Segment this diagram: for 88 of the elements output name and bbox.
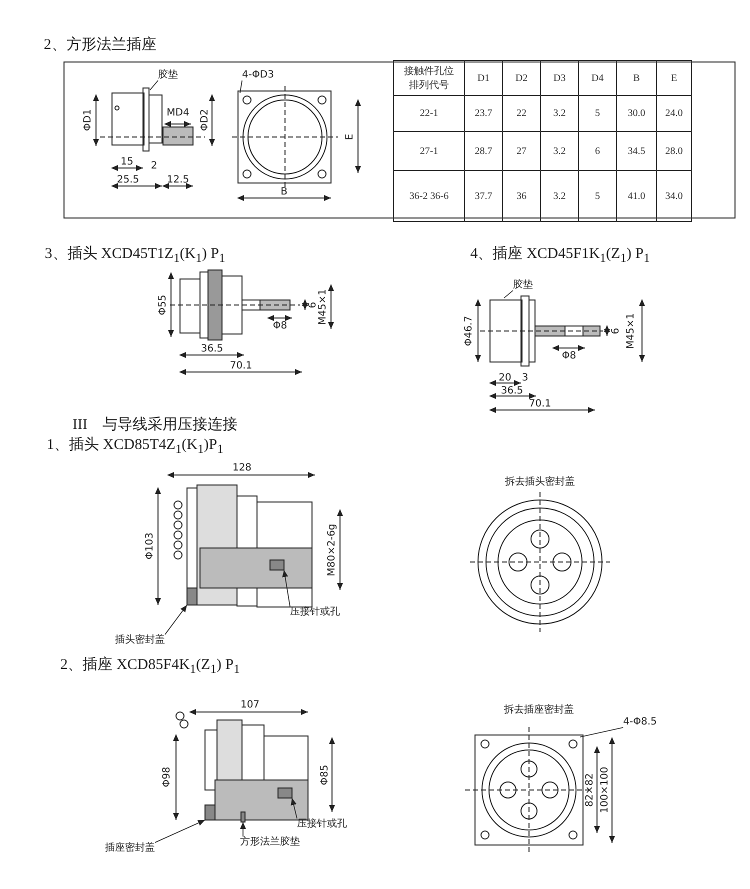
dimension-value: 23.7 bbox=[474, 108, 492, 119]
column-header: 接触件孔位排列代号 bbox=[404, 64, 454, 92]
dimension-text: M45×1 bbox=[626, 312, 636, 350]
dimension-value: 41.0 bbox=[628, 190, 646, 202]
sealing-cap bbox=[204, 804, 216, 820]
leader-line bbox=[150, 80, 158, 90]
section-heading: 2、插座 XCD85F4K$_{1}$(Z$_{1}$) P$_{1}$ bbox=[60, 657, 240, 677]
dimension-value: 5 bbox=[595, 190, 600, 202]
dimension-text: M45×1 bbox=[318, 288, 328, 326]
dimension-text: Φ98 bbox=[162, 766, 172, 788]
sealing-cap bbox=[186, 588, 198, 606]
dimension-text: 36.5 bbox=[200, 344, 224, 354]
dimension-text: ΦD1 bbox=[82, 109, 94, 131]
callout-label: 4-ΦD3 bbox=[242, 70, 274, 80]
leader-line bbox=[290, 798, 298, 819]
contact-pin bbox=[270, 560, 284, 570]
caption-text: 拆去插头密封盖 bbox=[505, 476, 575, 488]
row-code: 36-2 36-6 bbox=[408, 190, 450, 202]
dimension-value: 5 bbox=[595, 108, 600, 119]
dimension-value: 6 bbox=[595, 146, 600, 156]
callout-label: 插头密封盖 bbox=[115, 634, 165, 646]
column-header: D4 bbox=[591, 72, 604, 84]
dimension-value: 3.2 bbox=[553, 146, 566, 156]
dimension-text: 70.1 bbox=[230, 360, 252, 372]
row-code: 22-1 bbox=[418, 108, 440, 119]
leader-line bbox=[282, 570, 290, 607]
dimension-text: Φ103 bbox=[144, 532, 156, 560]
dimension-text: E bbox=[344, 134, 356, 140]
dimension-text: 6 bbox=[610, 328, 622, 334]
column-header: B bbox=[633, 72, 640, 84]
section-heading: III 与导线采用压接连接 bbox=[72, 416, 238, 434]
dimension-value: 37.7 bbox=[474, 190, 492, 202]
leader-line bbox=[240, 80, 242, 94]
dimension-value: 3.2 bbox=[553, 190, 566, 202]
dimension-value: 28.0 bbox=[665, 146, 683, 156]
callout-label: 4-Φ8.5 bbox=[623, 716, 657, 728]
dimension-text: 20 bbox=[498, 372, 512, 384]
dimension-value: 30.0 bbox=[628, 108, 646, 119]
dimension-text: Φ8 bbox=[272, 320, 288, 332]
column-header: D3 bbox=[553, 72, 566, 84]
leader-line bbox=[504, 290, 514, 298]
dimension-text: 82×82 bbox=[584, 773, 596, 807]
dimension-text: 3 bbox=[522, 372, 528, 384]
leader-line bbox=[164, 604, 188, 635]
dimension-value: 28.7 bbox=[474, 146, 492, 156]
column-header: E bbox=[670, 72, 678, 84]
dimension-value: 34.5 bbox=[628, 146, 646, 156]
dimension-text: 2 bbox=[150, 160, 158, 172]
dimension-text: 12.5 bbox=[166, 174, 190, 186]
callout-label: 插座密封盖 bbox=[105, 842, 155, 854]
dimension-value: 34.0 bbox=[665, 190, 683, 202]
dimension-text: 36.5 bbox=[500, 386, 524, 396]
dimension-value: 3.2 bbox=[553, 108, 566, 119]
leader-line bbox=[154, 820, 206, 843]
dimension-value: 36 bbox=[516, 190, 526, 202]
column-header: D2 bbox=[515, 72, 528, 84]
dimension-text: Φ55 bbox=[158, 294, 168, 316]
dimension-text: 15 bbox=[120, 156, 134, 168]
contact-pin bbox=[278, 788, 292, 798]
callout-label: 方形法兰胶垫 bbox=[240, 836, 300, 848]
dimension-text: Φ46.7 bbox=[464, 316, 474, 346]
dimension-text: B bbox=[280, 186, 288, 198]
row-code: 27-1 bbox=[418, 146, 440, 156]
callout-label: 胶垫 bbox=[158, 70, 178, 80]
dimension-text: ΦD2 bbox=[200, 109, 210, 131]
dimension-value: 27 bbox=[516, 146, 526, 156]
dimension-text: 107 bbox=[240, 700, 260, 710]
dimension-text: M80×2-6g bbox=[326, 524, 338, 576]
dimension-value: 24.0 bbox=[665, 108, 683, 119]
dimension-text: 100×100 bbox=[600, 766, 610, 814]
dimension-text: 128 bbox=[232, 462, 252, 474]
leader-line bbox=[240, 822, 246, 837]
dimension-text: 25.5 bbox=[116, 174, 140, 186]
dimension-text: 70.1 bbox=[528, 398, 552, 410]
section-heading: 2、方形法兰插座 bbox=[44, 36, 156, 54]
flange-gasket bbox=[240, 812, 246, 822]
callout-label: 胶垫 bbox=[513, 280, 533, 290]
section-heading: 1、插头 XCD85T4Z$_{1}$(K$_{1}$)P$_{1}$ bbox=[46, 437, 224, 457]
dimension-value: 22 bbox=[516, 108, 526, 119]
dimension-text: 6 bbox=[308, 302, 318, 308]
section-heading: 3、插头 XCD45T1Z$_{1}$(K$_{1}$) P$_{1}$ bbox=[44, 246, 226, 266]
column-header: D1 bbox=[477, 72, 490, 84]
dimension-text: Φ8 bbox=[562, 350, 576, 362]
leader-line bbox=[580, 727, 624, 738]
dimension-text: MD4 bbox=[166, 108, 190, 118]
dimension-text: Φ85 bbox=[320, 764, 330, 786]
caption-text: 拆去插座密封盖 bbox=[504, 704, 574, 716]
section-heading: 4、插座 XCD45F1K$_{1}$(Z$_{1}$) P$_{1}$ bbox=[470, 246, 650, 266]
